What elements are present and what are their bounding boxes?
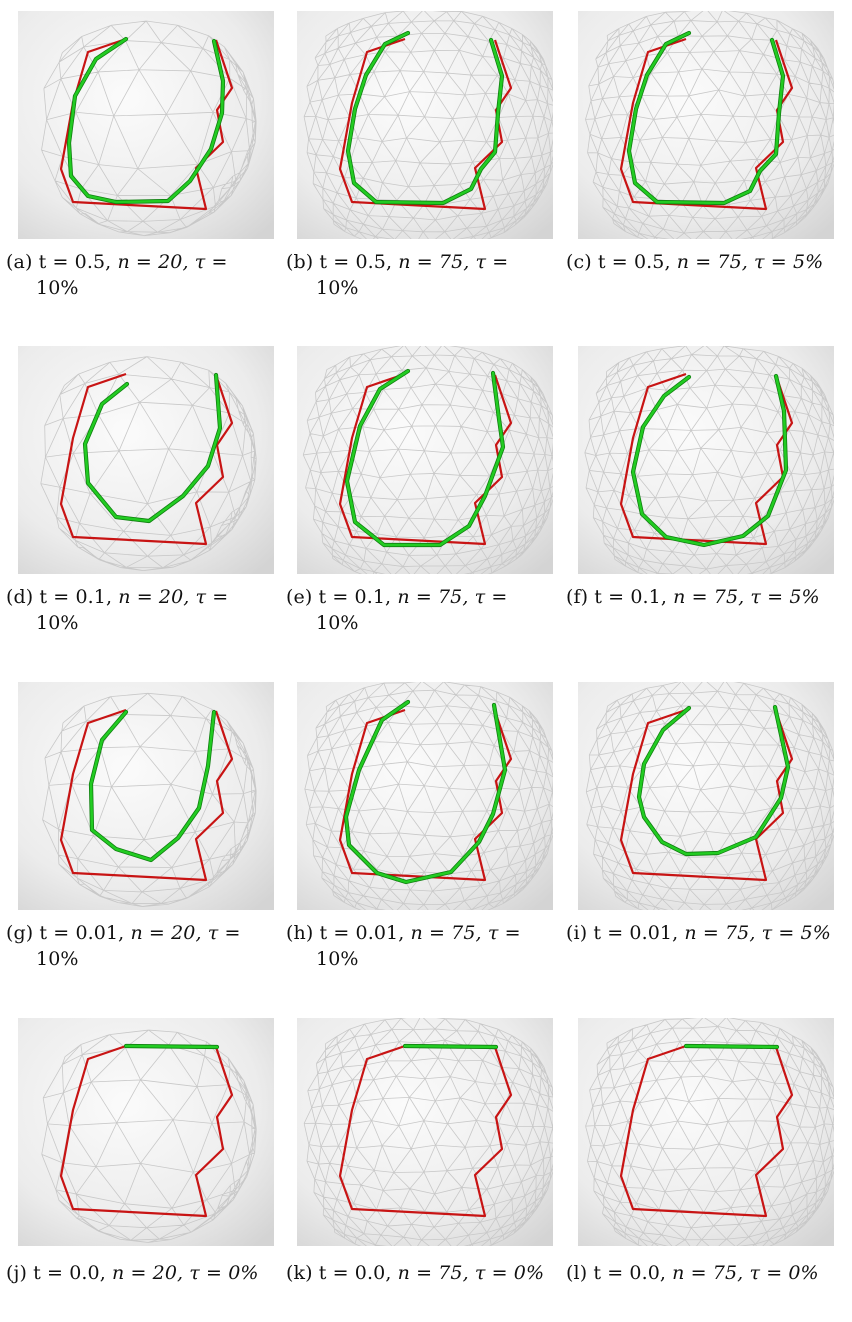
caption-g: (g) t = 0.01, n = 20, τ = 10% xyxy=(6,922,241,970)
panel-d xyxy=(18,346,274,574)
result-curve-green xyxy=(627,31,785,205)
panel-canvas xyxy=(18,682,274,910)
mesh-wireframe xyxy=(585,1018,834,1246)
surface-shading xyxy=(297,1018,553,1246)
panel-g xyxy=(18,682,274,910)
input-curve-red xyxy=(59,1044,234,1218)
panel-i xyxy=(578,682,834,910)
caption-e: (e) t = 0.1, n = 75, τ = 10% xyxy=(286,586,508,634)
caption-c: (c) t = 0.5, n = 75, τ = 5% xyxy=(566,251,824,273)
result-curve-green xyxy=(345,369,505,547)
panel-a xyxy=(18,11,274,239)
panel-canvas xyxy=(297,11,553,239)
input-curve-red xyxy=(619,708,794,882)
input-curve-red xyxy=(59,372,234,546)
panel-k xyxy=(297,1018,553,1246)
mesh-wireframe xyxy=(41,1029,257,1243)
input-curve-red xyxy=(619,1044,794,1218)
surface-shading xyxy=(18,1018,274,1246)
input-curve-red xyxy=(619,372,794,546)
panel-canvas xyxy=(18,1018,274,1246)
caption-a: (a) t = 0.5, n = 20, τ = 10% xyxy=(6,251,228,299)
panel-canvas xyxy=(18,11,274,239)
panel-canvas xyxy=(578,346,834,574)
panel-canvas xyxy=(297,1018,553,1246)
result-curve-green xyxy=(631,374,788,547)
result-curve-green xyxy=(67,37,225,204)
caption-h: (h) t = 0.01, n = 75, τ = 10% xyxy=(286,922,521,970)
panel-canvas xyxy=(18,346,274,574)
mesh-wireframe xyxy=(304,682,553,910)
input-curve-red xyxy=(338,1044,513,1218)
mesh-wireframe xyxy=(585,682,834,910)
mesh-wireframe xyxy=(42,692,257,907)
mesh-wireframe xyxy=(303,1018,553,1246)
result-curve-green xyxy=(346,31,504,205)
panel-h xyxy=(297,682,553,910)
panel-f xyxy=(578,346,834,574)
caption-j: (j) t = 0.0, n = 20, τ = 0% xyxy=(6,1262,259,1284)
mesh-wireframe xyxy=(584,346,834,574)
result-curve-green xyxy=(684,1044,779,1049)
panel-canvas xyxy=(578,11,834,239)
input-curve-red xyxy=(338,708,513,882)
mesh-wireframe xyxy=(40,356,257,572)
result-curve-green xyxy=(124,1044,219,1049)
caption-b: (b) t = 0.5, n = 75, τ = 10% xyxy=(286,251,509,299)
panel-canvas xyxy=(297,682,553,910)
caption-f: (f) t = 0.1, n = 75, τ = 5% xyxy=(566,586,820,608)
panel-j xyxy=(18,1018,274,1246)
panel-e xyxy=(297,346,553,574)
surface-shading xyxy=(18,682,274,910)
panel-canvas xyxy=(297,346,553,574)
result-curve-green xyxy=(637,705,790,856)
surface-shading xyxy=(18,346,274,574)
panel-b xyxy=(297,11,553,239)
result-curve-green xyxy=(344,700,507,884)
panel-canvas xyxy=(578,682,834,910)
result-curve-green xyxy=(403,1044,498,1049)
result-curve-green xyxy=(89,710,216,862)
caption-l: (l) t = 0.0, n = 75, τ = 0% xyxy=(566,1262,819,1284)
result-curve-green xyxy=(83,373,222,523)
panel-canvas xyxy=(578,1018,834,1246)
mesh-wireframe xyxy=(41,20,257,237)
caption-d: (d) t = 0.1, n = 20, τ = 10% xyxy=(6,586,229,634)
input-curve-red xyxy=(59,708,234,882)
panel-l xyxy=(578,1018,834,1246)
panel-c xyxy=(578,11,834,239)
surface-shading xyxy=(578,346,834,574)
caption-i: (i) t = 0.01, n = 75, τ = 5% xyxy=(566,922,831,944)
caption-k: (k) t = 0.0, n = 75, τ = 0% xyxy=(286,1262,545,1284)
